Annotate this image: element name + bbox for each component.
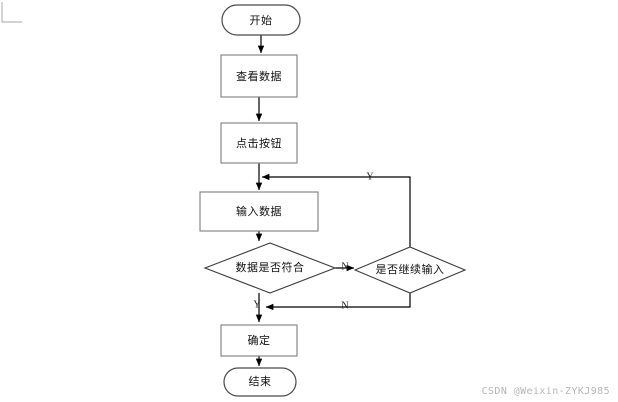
node-check-shape[interactable]	[203, 242, 337, 294]
edge-label-yes-top: Y	[366, 171, 373, 182]
node-input-label: 输入数据	[236, 204, 282, 218]
node-end-label: 结束	[249, 375, 272, 388]
connector-continue-yes-loop	[261, 173, 411, 247]
connector-continue-no-to-confirm	[265, 293, 411, 311]
node-view-label: 查看数据	[236, 69, 282, 83]
edge-label-no-bottom: N	[341, 300, 348, 311]
node-end-shape[interactable]	[223, 367, 297, 397]
edge-label-yes-left: Y	[253, 299, 260, 310]
node-click-shape[interactable]	[220, 122, 298, 164]
node-confirm-label: 确定	[248, 333, 271, 347]
node-start-shape[interactable]	[221, 4, 301, 36]
node-continue-shape[interactable]	[353, 246, 467, 294]
node-view-shape[interactable]	[220, 54, 298, 98]
node-start-label: 开始	[250, 13, 273, 27]
csdn-watermark: CSDN @Weixin-ZYKJ985	[481, 386, 610, 397]
page-corner-mark	[1, 2, 22, 23]
edge-label-no-middle: N	[341, 261, 348, 272]
node-confirm-shape[interactable]	[220, 324, 298, 357]
node-click-label: 点击按钮	[236, 136, 282, 150]
node-check-label: 数据是否符合	[236, 260, 305, 274]
node-continue-label: 是否继续输入	[376, 262, 445, 276]
node-input-shape[interactable]	[199, 191, 319, 232]
